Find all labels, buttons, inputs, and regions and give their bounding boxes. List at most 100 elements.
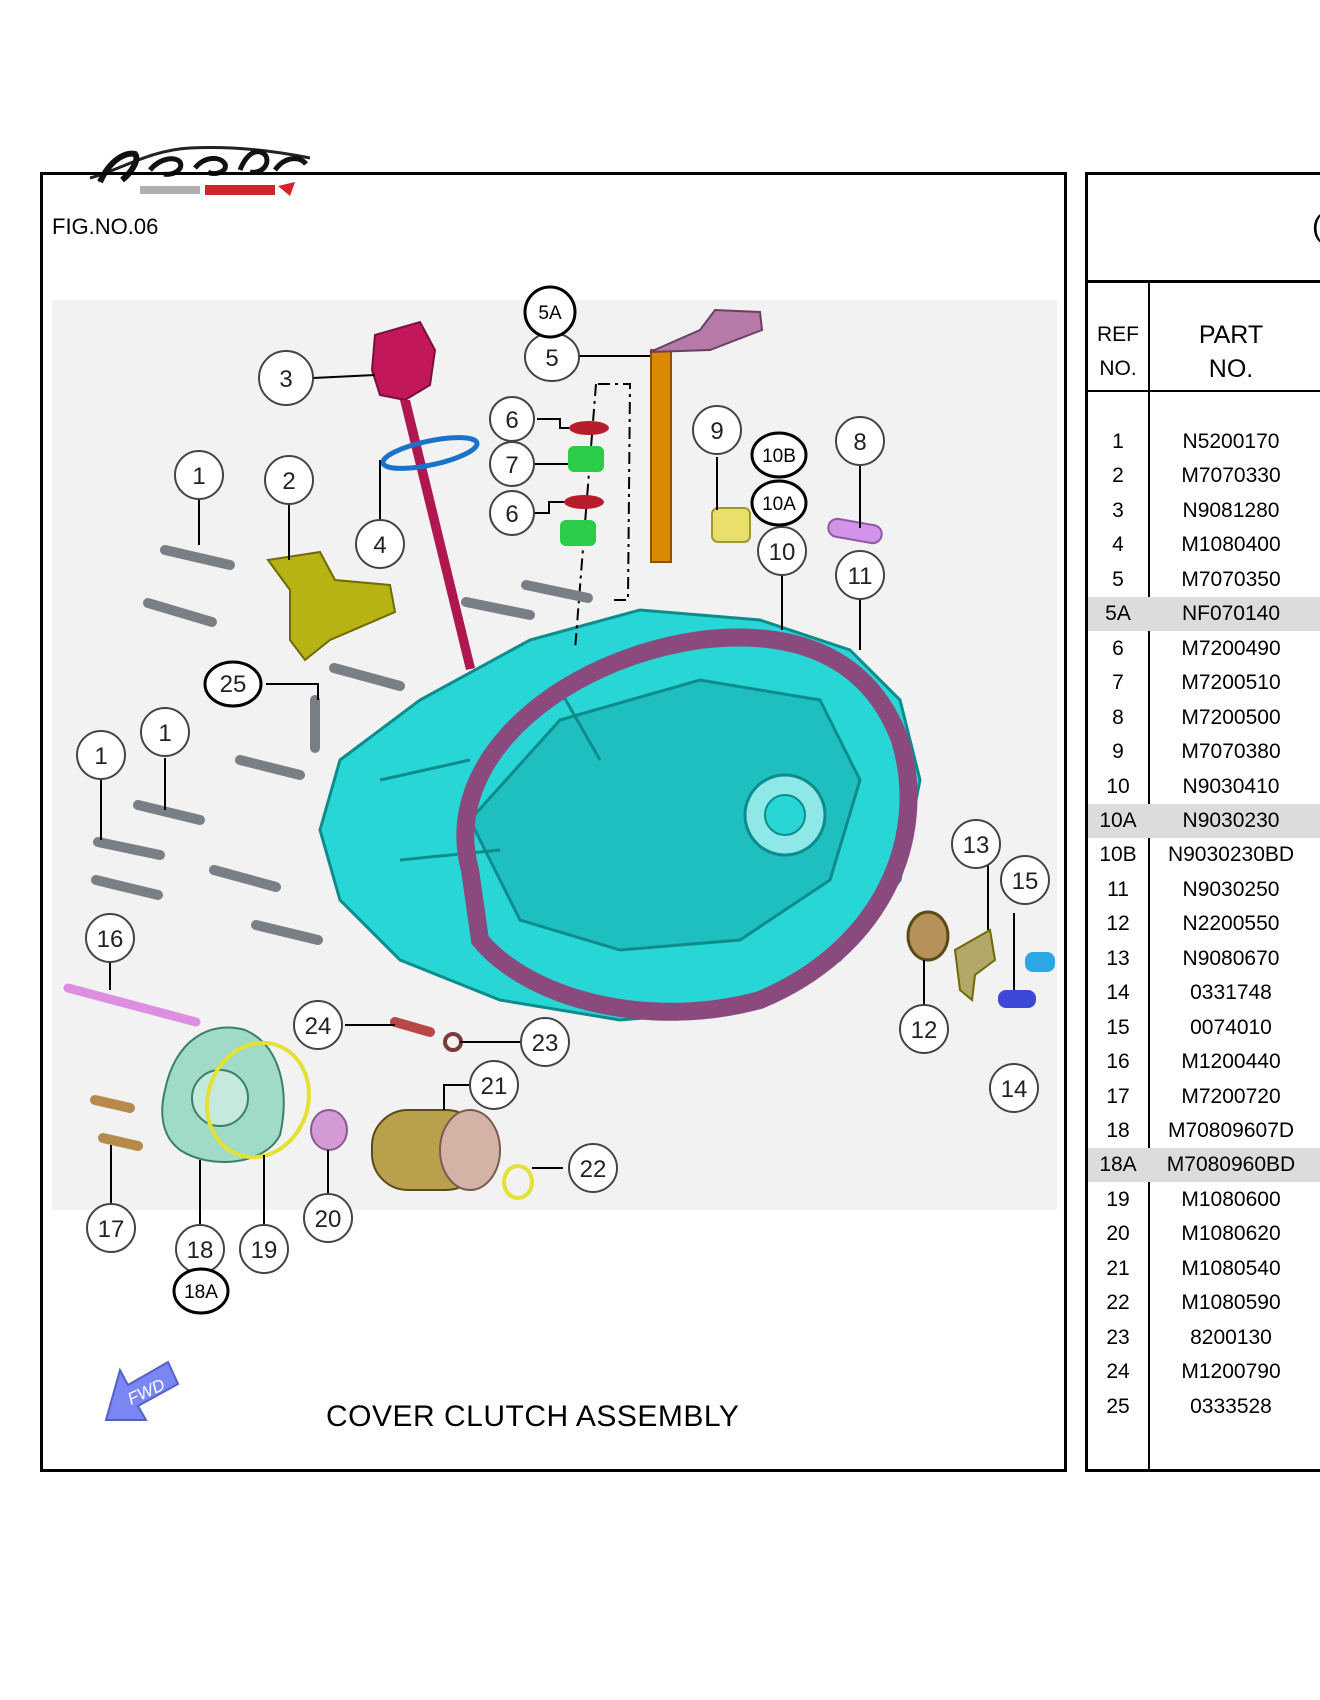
o-ring-22 [502,1164,534,1200]
callout-label: 5 [545,345,558,372]
table-row: 10 N9030410 [1088,770,1320,804]
table-divider [1088,280,1320,283]
callout-label: 19 [251,1237,278,1264]
sensor-9 [711,507,751,543]
table-row: 19 M1080600 [1088,1183,1320,1217]
callout-label: 10A [762,494,796,515]
table-column-divider [1148,283,1150,1472]
part-no-cell: M1080540 [1181,1256,1281,1280]
part-no-cell: N9030250 [1182,877,1280,901]
table-row: 21 M1080540 [1088,1252,1320,1286]
callout-label: 10 [769,539,796,566]
ref-cell: 10 [1106,774,1130,798]
callout-label: 3 [279,366,292,393]
breather-pipe [649,308,764,563]
part-no-cell: N9030230BD [1167,843,1295,867]
part-no-cell: M7200500 [1181,705,1281,729]
grommet-7a [568,446,604,472]
part-no-cell: N9030230 [1182,808,1280,832]
callout-label: 23 [532,1030,559,1057]
callout-label: 10B [762,446,796,467]
cap-15 [1025,952,1055,972]
callout-circles [76,332,1050,1274]
part-no-cell: M7070380 [1181,740,1281,764]
oil-filter-21 [371,1109,501,1191]
parts-table-frame [1085,172,1320,1472]
part-no-cell: N9080670 [1182,946,1280,970]
table-row: 8 M7200500 [1088,701,1320,735]
part-no-cell: 0333528 [1190,1394,1272,1418]
ref-cell: 7 [1112,671,1124,695]
ref-cell: 17 [1106,1084,1130,1108]
part-no-cell: N5200170 [1182,430,1280,453]
callout-label: 11 [848,563,873,590]
part-no-cell: 0074010 [1190,1015,1272,1039]
fork-13 [953,928,997,1002]
part-no-cell: 0331748 [1190,981,1272,1005]
ref-cell: 20 [1106,1222,1130,1246]
callout-label: 5A [538,303,562,324]
table-row: 17 M7200720 [1088,1080,1320,1114]
long-bolt-16 [63,983,201,1027]
ref-cell: 14 [1106,981,1130,1005]
ref-cell: 5 [1112,567,1124,591]
callout-label: 7 [505,452,518,479]
table-row: 10A N9030230 [1088,803,1320,838]
part-no-cell: M7200490 [1181,636,1281,660]
ref-cell: 10A [1099,808,1137,832]
ref-cell: 8 [1112,705,1124,729]
fwd-arrow: FWD [104,1360,180,1421]
part-no-cell: M7200510 [1181,671,1281,695]
spring-20 [310,1109,348,1151]
callout-label: 2 [282,468,295,495]
gasket [456,628,918,1021]
ref-cell: 2 [1112,464,1124,488]
ref-cell: 12 [1106,912,1130,936]
part-no-cell: M1080600 [1181,1187,1281,1211]
part-no-cell: N9030410 [1182,774,1280,798]
bolts [91,545,593,945]
bolt-17a [90,1095,135,1113]
callout-label: 6 [505,501,518,528]
ref-cell: 19 [1106,1187,1130,1211]
ref-cell: 9 [1112,740,1124,764]
clamp-8 [827,517,883,545]
callout-label: 24 [305,1013,332,1040]
part-no-cell: M70809607D [1167,1119,1295,1142]
figure-caption: COVER CLUTCH ASSEMBLY [326,1400,740,1433]
callout-label: 13 [963,832,990,859]
column-header-part: PART NO. [1198,321,1264,383]
part-no-cell: M7200720 [1181,1084,1281,1108]
part-no-cell: NF070140 [1181,602,1281,626]
table-row: 14 0331748 [1088,976,1320,1010]
part-no-cell: M1200440 [1181,1050,1281,1074]
part-no-cell: M1080590 [1181,1291,1281,1315]
table-row: 7 M7200510 [1088,666,1320,700]
callout-label: 1 [158,720,171,747]
oil-dipstick [370,320,475,670]
part-no-cell: M7070330 [1181,464,1281,488]
part-no-cell: M7070350 [1181,567,1281,591]
callout-label: 25 [220,671,247,698]
callout-label: 1 [94,743,107,770]
part-no-cell: N9081280 [1182,498,1280,522]
figure-number: FIG.NO.06 [52,214,159,239]
ref-cell: 21 [1106,1256,1130,1280]
ref-cell: 4 [1112,533,1124,557]
callout-labels: 1 1 1 2 3 4 5 5A 6 6 7 8 9 10 10A 10B 11… [94,303,1038,1303]
figure-frame [40,172,1067,1472]
